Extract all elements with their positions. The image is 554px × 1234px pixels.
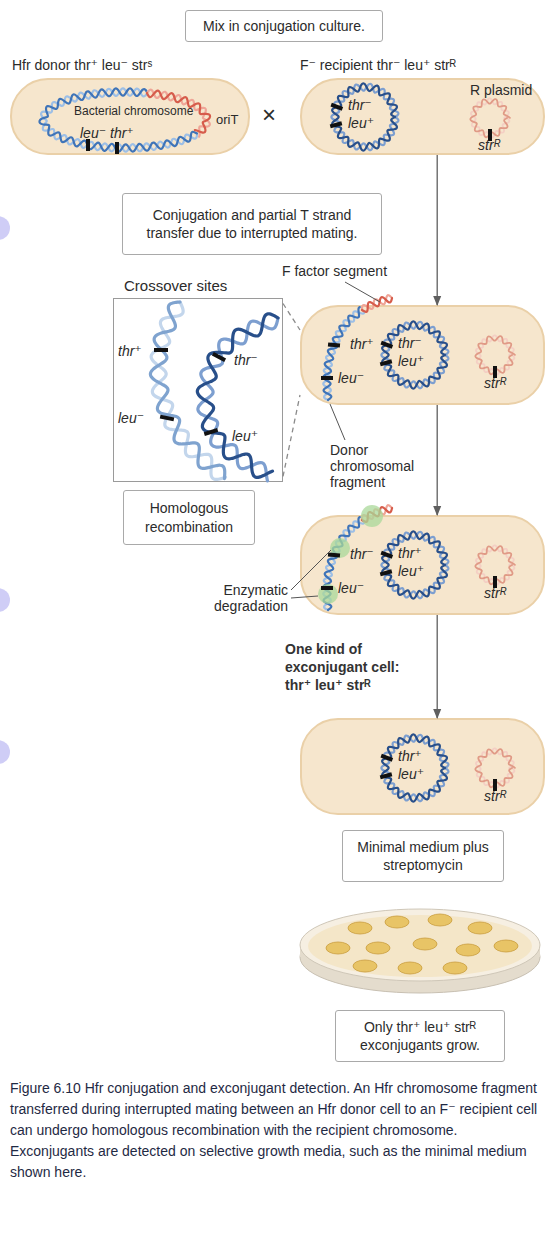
zoom-guide-line	[283, 304, 300, 330]
bacterial-cell: thr⁺ leu⁺ strᴿ	[300, 718, 545, 815]
flow-arrow	[437, 155, 438, 305]
edge-label: One kind of exconjugant cell: thr⁺ leu⁺ …	[285, 640, 425, 695]
box-text: Homologous recombination	[132, 499, 246, 535]
process-box: Minimal medium plus streptomycin	[342, 830, 504, 882]
gene-label: leu⁺	[398, 563, 424, 579]
process-box: Mix in conjugation culture.	[185, 10, 383, 42]
zoom-guide-line	[283, 395, 300, 476]
callout-label: F factor segment	[282, 263, 387, 279]
bacterial-cell: thr⁻thr⁺leu⁺leu⁻strᴿEnzymatic degradatio…	[300, 515, 545, 615]
gene-label: thr⁺	[398, 545, 422, 561]
callout-label: Bacterial chromosome	[74, 105, 193, 119]
bacterial-colony	[348, 922, 372, 934]
gene-label: leu⁻	[80, 125, 106, 141]
bacterial-colony	[398, 962, 422, 974]
bacterial-colony	[413, 938, 437, 950]
gene-label: leu⁻	[338, 580, 364, 596]
gene-label: leu⁻	[338, 370, 364, 386]
gene-label: leu⁺	[398, 766, 424, 782]
leader-line	[330, 404, 345, 440]
gene-label: leu⁻	[118, 410, 144, 426]
callout-label: R plasmid	[470, 82, 532, 98]
gene-label: thr⁻	[234, 352, 258, 368]
gene-label: thr⁻	[398, 335, 422, 351]
gene-label: leu⁺	[398, 353, 424, 369]
leader-line	[345, 282, 380, 302]
flow-arrow	[437, 405, 438, 515]
gene-label: thr⁺	[110, 125, 134, 141]
callout-label: Hfr donor thr⁺ leu⁻ strˢ	[12, 57, 152, 73]
figure-caption: Figure 6.10 Hfr conjugation and exconjug…	[10, 1078, 545, 1183]
gene-label: strᴿ	[484, 788, 506, 804]
gene-label: thr⁺	[350, 336, 374, 352]
gene-label: thr⁺	[398, 748, 422, 764]
bacterial-colony	[428, 914, 452, 926]
margin-marker	[0, 740, 10, 764]
box-text: Mix in conjugation culture.	[203, 17, 365, 35]
callout-label: Enzymatic degradation	[178, 582, 288, 614]
bacterial-colony	[456, 944, 480, 956]
flow-arrow	[437, 615, 438, 718]
margin-marker	[0, 216, 10, 240]
bacterial-cell: F factor segmentthr⁺thr⁻leu⁺leu⁻strᴿDono…	[300, 305, 545, 405]
gene-label: thr⁻	[348, 97, 372, 113]
callout-label: F⁻ recipient thr⁻ leu⁺ strᴿ	[300, 57, 456, 73]
box-text: Only thr⁺ leu⁺ strᴿ exconjugants grow.	[344, 1018, 496, 1054]
bacterial-colony	[353, 960, 377, 972]
gene-label: strᴿ	[478, 137, 500, 153]
callout-label: Donor chromosomal fragment	[330, 442, 430, 490]
box-text: Minimal medium plus streptomycin	[351, 838, 495, 874]
agar-medium	[308, 915, 532, 977]
petri-dish-side	[300, 945, 540, 957]
petri-dish-rim	[300, 909, 540, 981]
process-box: Only thr⁺ leu⁺ strᴿ exconjugants grow.	[335, 1010, 505, 1062]
bacterial-colony	[494, 940, 518, 952]
process-box: Homologous recombination	[123, 490, 255, 545]
gene-label: thr⁺	[118, 343, 142, 359]
process-box: Conjugation and partial T strand transfe…	[122, 193, 382, 255]
gene-label: leu⁺	[348, 115, 374, 131]
bacterial-cell: Hfr donor thr⁺ leu⁻ strˢBacterial chromo…	[10, 78, 250, 155]
gene-label: leu⁺	[232, 428, 258, 444]
bacterial-colony	[443, 962, 467, 974]
gene-label: strᴿ	[484, 375, 506, 391]
cross-symbol: ×	[262, 101, 276, 129]
petri-dish-base	[300, 921, 540, 993]
gene-label: strᴿ	[484, 585, 506, 601]
bacterial-colony	[385, 916, 409, 928]
margin-marker	[0, 588, 10, 612]
bacterial-cell: F⁻ recipient thr⁻ leu⁺ strᴿR plasmidthr⁻…	[300, 78, 545, 155]
bacterial-colony	[366, 942, 390, 954]
box-text: Conjugation and partial T strand transfe…	[131, 206, 373, 242]
callout-label: oriT	[216, 113, 238, 128]
bacterial-colony	[326, 942, 350, 954]
bacterial-colony	[468, 922, 492, 934]
gene-label: thr⁻	[350, 546, 374, 562]
inset-panel: Crossover sitesthr⁺thr⁻leu⁻leu⁺	[113, 298, 283, 482]
callout-label: Crossover sites	[124, 277, 227, 294]
